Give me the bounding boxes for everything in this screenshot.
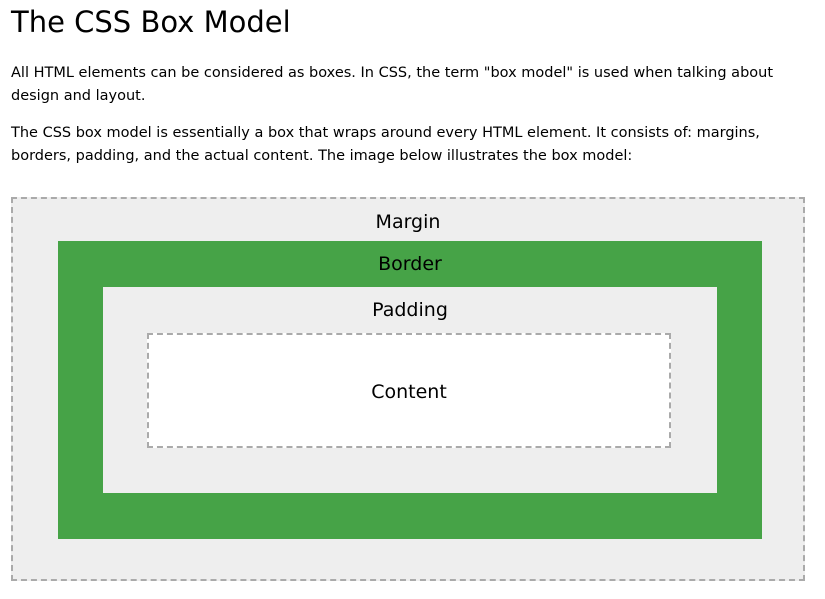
margin-label: Margin <box>375 211 441 233</box>
padding-label: Padding <box>372 299 448 321</box>
box-model-content-layer: Content <box>147 333 671 448</box>
page-title: The CSS Box Model <box>11 5 291 39</box>
box-model-diagram-margin-layer: Margin Border Padding Content <box>11 197 805 581</box>
intro-paragraph-2: The CSS box model is essentially a box t… <box>11 125 760 164</box>
border-label: Border <box>378 253 442 275</box>
content-label: Content <box>371 381 447 403</box>
box-model-border-layer: Border Padding Content <box>58 241 762 539</box>
intro-paragraph-1: All HTML elements can be considered as b… <box>11 65 774 104</box>
box-model-padding-layer: Padding Content <box>103 287 717 493</box>
